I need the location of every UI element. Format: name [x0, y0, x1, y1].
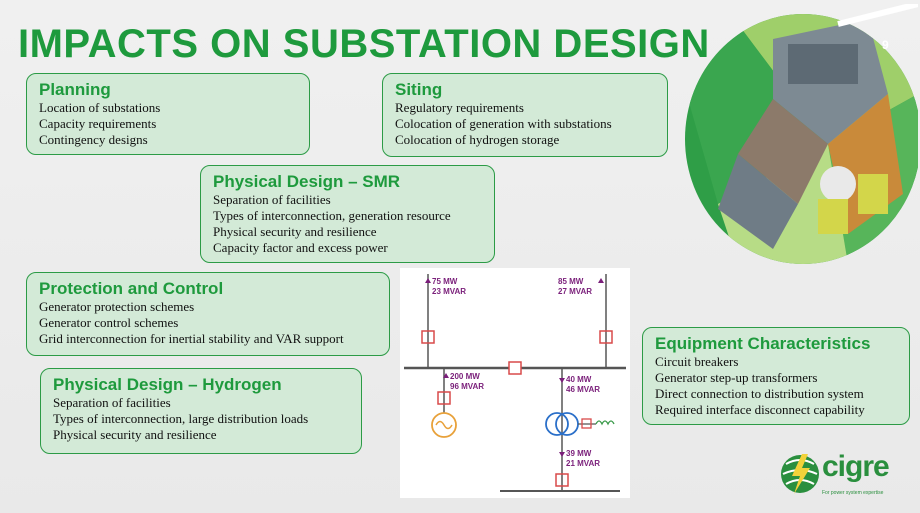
hydrogen-item: Physical security and resilience [53, 427, 217, 442]
flow-label: 40 MW [566, 375, 592, 384]
load-coil-icon [595, 420, 615, 426]
flow-arrow-down-icon [559, 452, 565, 457]
siting-item: Colocation of hydrogen storage [395, 132, 560, 147]
generator-sine-icon [435, 420, 453, 430]
protection-item: Generator protection schemes [39, 299, 195, 314]
photo-collage: 9 [678, 1, 919, 264]
generator-icon [431, 412, 457, 438]
breaker-left [421, 330, 435, 344]
flow-label: 21 MVAR [566, 459, 600, 468]
planning-item: Location of substations [39, 100, 161, 115]
equipment-box: Equipment Characteristics Circuit breake… [642, 327, 910, 425]
equipment-item: Circuit breakers [655, 354, 739, 369]
flow-arrow-up-icon [425, 278, 431, 283]
flow-label: 46 MVAR [566, 385, 600, 394]
flow-label: 27 MVAR [558, 287, 592, 296]
breaker-tertiary [581, 418, 592, 429]
hydrogen-item: Types of interconnection, large distribu… [53, 411, 309, 426]
flow-label: 85 MW [558, 277, 584, 286]
flow-arrow-down-icon [559, 378, 565, 383]
cigre-tagline: For power system expertise [822, 490, 884, 496]
flow-label: 96 MVAR [450, 382, 484, 391]
page-number: 9 [882, 38, 889, 52]
breaker-right [599, 330, 613, 344]
equipment-heading: Equipment Characteristics [655, 334, 871, 353]
hydrogen-heading: Physical Design – Hydrogen [53, 375, 282, 394]
hydrogen-item: Separation of facilities [53, 395, 171, 410]
siting-item: Colocation of generation with substation… [395, 116, 612, 131]
breaker-generator [437, 391, 451, 405]
siting-heading: Siting [395, 80, 443, 99]
cigre-logo [778, 450, 898, 502]
smr-box: Physical Design – SMR Separation of faci… [200, 165, 495, 263]
slide-title: IMPACTS ON SUBSTATION DESIGN [18, 22, 710, 66]
protection-box: Protection and Control Generator protect… [26, 272, 390, 356]
smr-item: Types of interconnection, generation res… [213, 208, 451, 223]
equipment-item: Required interface disconnect capability [655, 402, 865, 417]
flow-label: 39 MW [566, 449, 592, 458]
transformer-winding-2 [555, 412, 579, 436]
equipment-item: Generator step-up transformers [655, 370, 818, 385]
flow-label: 200 MW [450, 372, 480, 381]
smr-item: Separation of facilities [213, 192, 331, 207]
flow-arrow-up-icon [443, 373, 449, 378]
hydrogen-box: Physical Design – Hydrogen Separation of… [40, 368, 362, 454]
planning-box: Planning Location of substations Capacit… [26, 73, 310, 155]
smr-item: Capacity factor and excess power [213, 240, 388, 255]
transformer-winding-1 [545, 412, 569, 436]
flow-label: 23 MVAR [432, 287, 466, 296]
equipment-item: Direct connection to distribution system [655, 386, 864, 401]
bus-tie-breaker [508, 361, 522, 375]
protection-heading: Protection and Control [39, 279, 224, 298]
planning-heading: Planning [39, 80, 111, 99]
cigre-wordmark: cigre [822, 450, 890, 483]
planning-item: Capacity requirements [39, 116, 157, 131]
siting-box: Siting Regulatory requirements Colocatio… [382, 73, 668, 157]
one-line-diagram: 75 MW 23 MVAR 85 MW 27 MVAR 200 MW 96 MV… [400, 268, 630, 498]
flow-arrow-up-icon [598, 278, 604, 283]
smr-item: Physical security and resilience [213, 224, 377, 239]
breaker-bottom [555, 473, 569, 487]
smr-heading: Physical Design – SMR [213, 172, 401, 191]
protection-item: Generator control schemes [39, 315, 179, 330]
flow-label: 75 MW [432, 277, 458, 286]
siting-item: Regulatory requirements [395, 100, 524, 115]
planning-item: Contingency designs [39, 132, 148, 147]
protection-item: Grid interconnection for inertial stabil… [39, 331, 344, 346]
